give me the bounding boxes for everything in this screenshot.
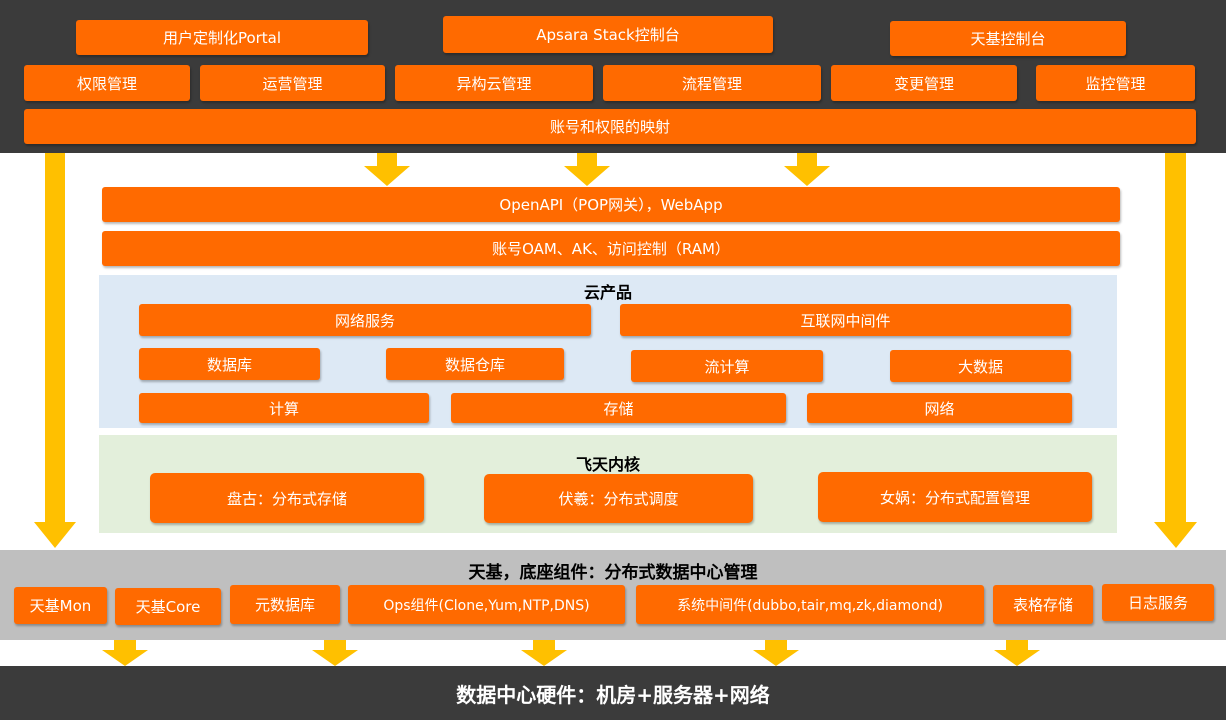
module-permission: 权限管理 bbox=[24, 65, 190, 101]
console-down-arrow-1 bbox=[364, 153, 410, 186]
tianji-table-storage: 表格存储 bbox=[993, 585, 1093, 624]
right-down-arrow bbox=[1154, 153, 1197, 548]
tianji-base-title: 天基，底座组件：分布式数据中心管理 bbox=[468, 562, 758, 583]
module-operation: 运营管理 bbox=[200, 65, 385, 101]
ram-box: 账号OAM、AK、访问控制（RAM） bbox=[102, 231, 1120, 266]
console-down-arrow-3 bbox=[784, 153, 830, 186]
hardware-layer: 数据中心硬件：机房+服务器+网络 bbox=[0, 666, 1226, 720]
product-stream-computing: 流计算 bbox=[631, 350, 823, 382]
tianji-ops: Ops组件(Clone,Yum,NTP,DNS) bbox=[348, 585, 625, 624]
tianji-mon: 天基Mon bbox=[14, 587, 107, 624]
product-network: 网络 bbox=[807, 393, 1072, 423]
tianji-middleware: 系统中间件(dubbo,tair,mq,zk,diamond) bbox=[636, 585, 984, 624]
product-network-service: 网络服务 bbox=[139, 304, 591, 336]
cloud-products-title: 云产品 bbox=[583, 283, 632, 302]
hw-down-arrow-3 bbox=[521, 630, 567, 666]
feitian-nuwa: 女娲：分布式配置管理 bbox=[818, 472, 1092, 522]
tianji-core: 天基Core bbox=[115, 588, 221, 625]
product-internet-middleware: 互联网中间件 bbox=[620, 304, 1071, 336]
feitian-title: 飞天内核 bbox=[575, 455, 640, 474]
feitian-pangu: 盘古：分布式存储 bbox=[150, 473, 424, 523]
hw-down-arrow-4 bbox=[753, 630, 799, 666]
hw-down-arrow-2 bbox=[312, 640, 358, 666]
tianji-metadata-db: 元数据库 bbox=[230, 585, 340, 624]
module-process: 流程管理 bbox=[603, 65, 821, 101]
module-change: 变更管理 bbox=[831, 65, 1017, 101]
console-down-arrow-2 bbox=[564, 153, 610, 186]
product-database: 数据库 bbox=[139, 348, 320, 380]
product-big-data: 大数据 bbox=[890, 350, 1071, 382]
product-data-warehouse: 数据仓库 bbox=[386, 348, 564, 380]
account-mapping-box: 账号和权限的映射 bbox=[24, 109, 1196, 144]
apsara-console-box: Apsara Stack控制台 bbox=[443, 16, 773, 53]
tianji-console-box: 天基控制台 bbox=[890, 21, 1126, 56]
product-compute: 计算 bbox=[139, 393, 429, 423]
tianji-log-service: 日志服务 bbox=[1102, 584, 1214, 621]
portal-box: 用户定制化Portal bbox=[76, 20, 368, 55]
hw-down-arrow-1 bbox=[102, 640, 148, 666]
hw-down-arrow-5 bbox=[994, 640, 1040, 666]
feitian-fuxi: 伏羲：分布式调度 bbox=[484, 474, 753, 523]
module-monitor: 监控管理 bbox=[1036, 65, 1195, 101]
left-down-arrow bbox=[34, 153, 76, 548]
module-hetero-cloud: 异构云管理 bbox=[395, 65, 593, 101]
product-storage: 存储 bbox=[451, 393, 786, 423]
openapi-box: OpenAPI（POP网关），WebApp bbox=[102, 187, 1120, 222]
